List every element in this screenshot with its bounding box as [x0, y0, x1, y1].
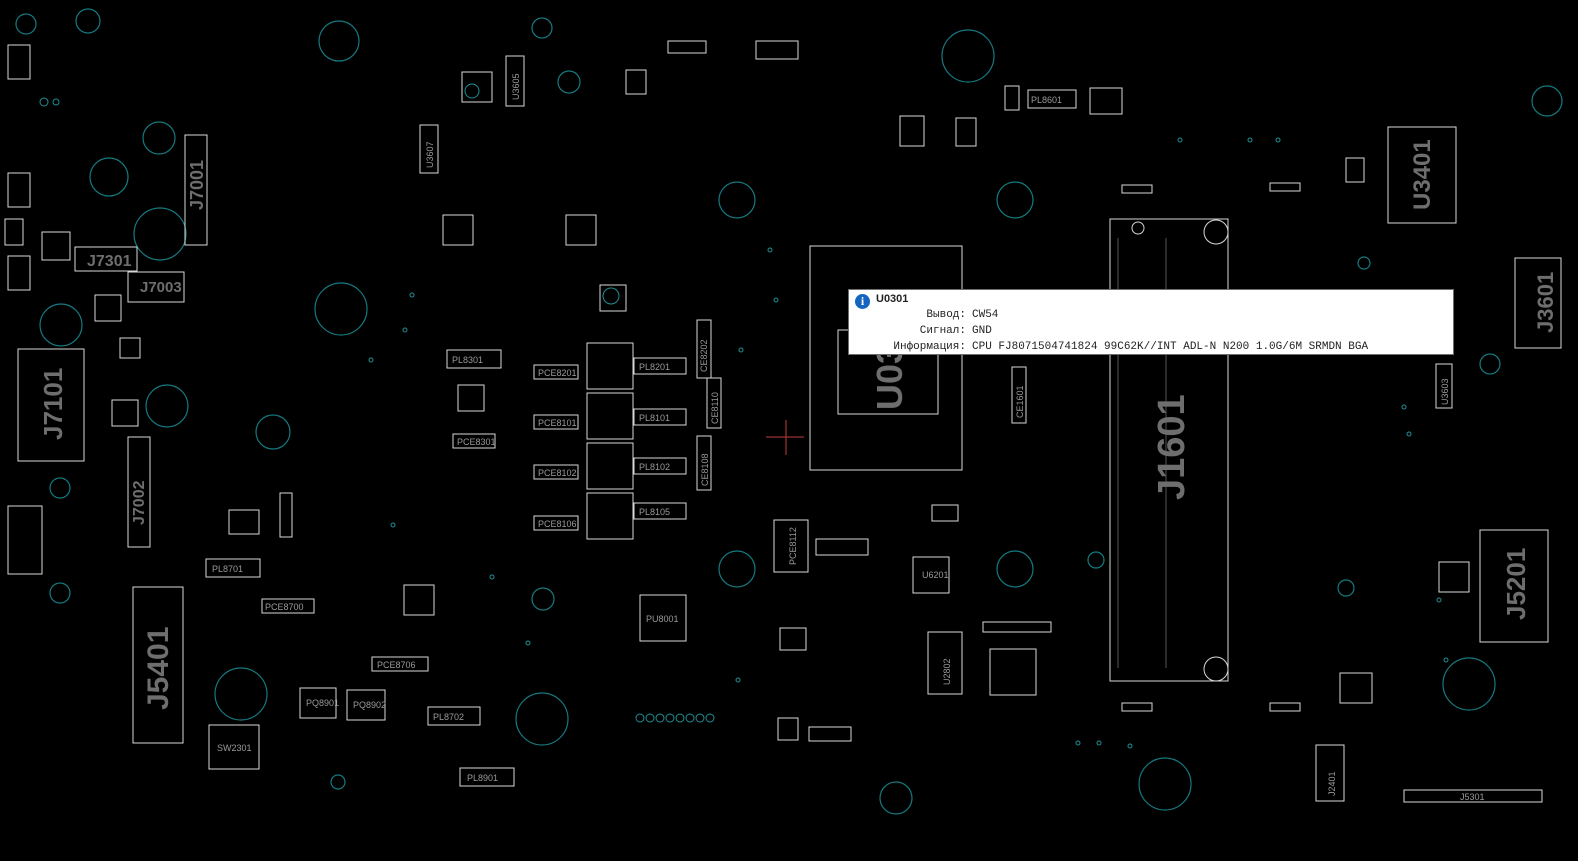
label-pq8902: PQ8902 — [353, 700, 386, 710]
label-pl8301: PL8301 — [452, 355, 483, 365]
info-value: CPU FJ8071504741824 99C62K//INT ADL-N N2… — [972, 341, 1369, 353]
tooltip-row-signal: Сигнал: GND — [849, 324, 992, 338]
label-u6201: U6201 — [922, 570, 949, 580]
label-j5201: J5201 — [1501, 548, 1531, 620]
info-label: Информация: — [893, 341, 966, 353]
pin-value: CW54 — [972, 309, 999, 321]
mounting-holes — [15, 8, 1563, 815]
label-u3401: U3401 — [1409, 139, 1436, 210]
label-u2802: U2802 — [942, 658, 952, 685]
label-pce8102: PCE8102 — [538, 468, 577, 478]
label-j1601: J1601 — [1151, 394, 1193, 500]
label-j7301: J7301 — [87, 253, 132, 270]
label-pce8106: PCE8106 — [538, 519, 577, 529]
label-pce8301: PCE8301 — [457, 437, 496, 447]
label-pce8706: PCE8706 — [377, 660, 416, 670]
label-u3607: U3607 — [425, 141, 435, 168]
test-points — [39, 83, 1449, 749]
label-pce8112: PCE8112 — [788, 527, 798, 565]
tooltip-row-pin: Вывод: CW54 — [849, 308, 998, 322]
label-u3603: U3603 — [1440, 378, 1450, 405]
info-icon: i — [855, 294, 870, 309]
tooltip-row-info: Информация: CPU FJ8071504741824 99C62K//I… — [849, 340, 1368, 354]
label-j7001: J7001 — [187, 160, 207, 210]
label-j7101: J7101 — [38, 368, 68, 440]
label-pce8101: PCE8101 — [538, 418, 577, 428]
label-ce8108: CE8108 — [700, 453, 710, 486]
label-pl8105: PL8105 — [639, 507, 670, 517]
label-pl8901: PL8901 — [467, 773, 498, 783]
tooltip-title: U0301 — [876, 293, 909, 305]
label-pl8201: PL8201 — [639, 362, 670, 372]
label-pl8101: PL8101 — [639, 413, 670, 423]
label-pce8201: PCE8201 — [538, 368, 577, 378]
label-sw2301: SW2301 — [217, 743, 252, 753]
label-j7002: J7002 — [131, 480, 148, 525]
label-pce8700: PCE8700 — [265, 602, 304, 612]
label-j2401: J2401 — [1327, 771, 1337, 796]
label-ce1601: CE1601 — [1015, 385, 1025, 418]
label-j5401: J5401 — [142, 627, 175, 710]
signal-label: Сигнал: — [919, 325, 966, 337]
label-pu8001: PU8001 — [646, 614, 679, 624]
left-connectors — [4, 44, 260, 770]
label-j5301: J5301 — [1460, 792, 1485, 802]
cursor-crosshair-icon — [766, 420, 804, 455]
label-pq8901: PQ8901 — [306, 698, 339, 708]
label-pl8102: PL8102 — [639, 462, 670, 472]
component-cluster — [205, 40, 1562, 803]
label-pl8701: PL8701 — [212, 564, 243, 574]
label-pl8601: PL8601 — [1031, 95, 1062, 105]
label-pl8702: PL8702 — [433, 712, 464, 722]
label-u3605: U3605 — [511, 73, 521, 100]
signal-value: GND — [972, 325, 992, 337]
label-j7003: J7003 — [140, 279, 182, 296]
label-ce8110: CE8110 — [710, 392, 720, 424]
label-ce8202: CE8202 — [699, 339, 709, 372]
label-j3601: J3601 — [1533, 272, 1558, 333]
pin-label: Вывод: — [926, 309, 966, 321]
component-info-tooltip: i U0301 Вывод: CW54 Сигнал: GND Информация… — [848, 289, 1454, 355]
